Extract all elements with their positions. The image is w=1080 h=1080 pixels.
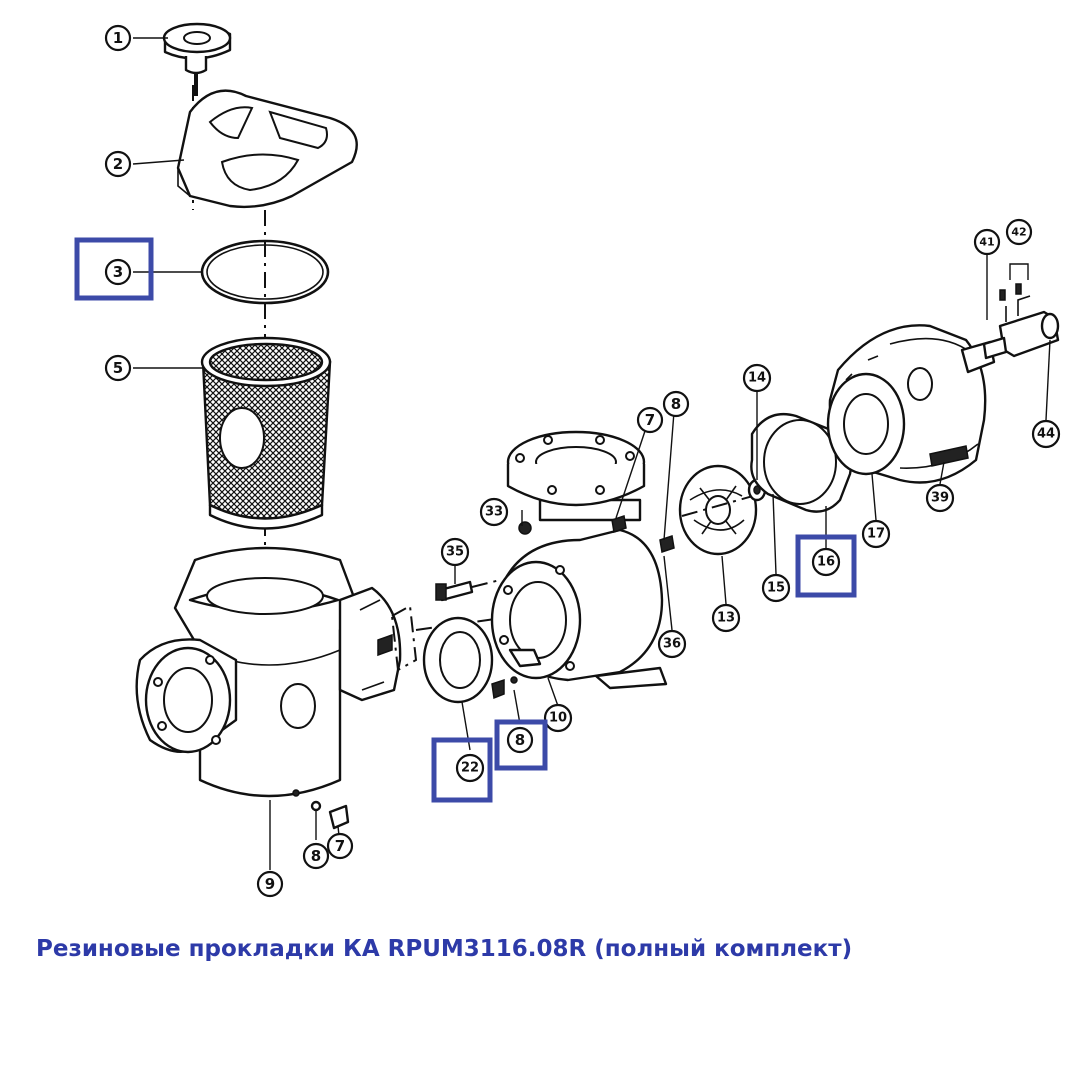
svg-text:2: 2 <box>113 155 123 173</box>
svg-text:8: 8 <box>311 847 321 865</box>
svg-text:8: 8 <box>671 395 681 413</box>
part-gasket-16 <box>750 412 853 513</box>
callout-2: 2 <box>104 150 132 178</box>
callout-33: 33 <box>479 497 509 527</box>
part-shaft-44 <box>982 283 1060 360</box>
svg-text:17: 17 <box>867 527 885 542</box>
svg-text:41: 41 <box>979 236 994 249</box>
svg-text:1: 1 <box>113 29 123 47</box>
caption-text: Резиновые прокладки КА RPUM3116.08R (пол… <box>36 936 853 962</box>
callout-36: 36 <box>657 629 687 659</box>
part-impeller <box>678 464 761 556</box>
callout-17: 17 <box>861 519 891 549</box>
svg-text:44: 44 <box>1037 427 1055 442</box>
callout-5: 5 <box>104 354 132 382</box>
callout-41: 41 <box>973 228 1001 256</box>
callout-22: 22 <box>455 753 485 783</box>
callout-1: 1 <box>104 24 132 52</box>
svg-text:7: 7 <box>335 837 345 855</box>
callout-10: 10 <box>543 703 573 733</box>
svg-text:36: 36 <box>663 637 681 652</box>
highlight-box-3 <box>74 237 154 301</box>
svg-text:14: 14 <box>748 371 766 386</box>
part-drain-hardware <box>310 800 350 830</box>
highlight-box-16 <box>795 534 857 598</box>
callout-15: 15 <box>761 573 791 603</box>
svg-text:33: 33 <box>485 505 503 520</box>
svg-text:7: 7 <box>645 411 655 429</box>
callout-8b: 8 <box>506 726 534 754</box>
svg-text:5: 5 <box>113 359 123 377</box>
svg-text:9: 9 <box>265 875 275 893</box>
gasket-outline <box>390 604 418 672</box>
svg-text:16: 16 <box>817 555 835 570</box>
highlight-box-8 <box>494 719 548 771</box>
part-gasket-22 <box>422 616 494 704</box>
part-motor-bracket <box>826 324 996 484</box>
part-lid <box>176 89 358 209</box>
svg-text:10: 10 <box>549 711 567 726</box>
svg-text:3: 3 <box>113 263 123 281</box>
callout-13: 13 <box>711 603 741 633</box>
svg-text:15: 15 <box>767 581 785 596</box>
part-strainer-basket <box>200 336 332 530</box>
callout-7b: 7 <box>636 406 664 434</box>
highlight-box-22 <box>431 737 493 803</box>
part-volute-body <box>490 430 675 700</box>
part-bolt-35 <box>435 579 501 602</box>
callout-7a: 7 <box>326 832 354 860</box>
callout-14: 14 <box>742 363 772 393</box>
pump-exploded-diagram: 1 2 3 5 9 8 7 35 33 22 8 10 7 8 36 13 14… <box>74 22 1061 898</box>
part-knob <box>162 22 232 96</box>
callout-9: 9 <box>256 870 284 898</box>
callout-44: 44 <box>1031 419 1061 449</box>
callout-39: 39 <box>925 483 955 513</box>
callout-35: 35 <box>440 537 470 567</box>
part-housing <box>135 546 402 798</box>
leader-line <box>1009 263 1029 280</box>
callout-8a: 8 <box>302 842 330 870</box>
callout-3: 3 <box>104 258 132 286</box>
svg-text:8: 8 <box>515 731 525 749</box>
callout-16: 16 <box>811 547 841 577</box>
leader-lines <box>132 37 1051 870</box>
svg-text:42: 42 <box>1011 226 1026 239</box>
svg-text:22: 22 <box>461 761 479 776</box>
svg-text:13: 13 <box>717 611 735 626</box>
part-screw-33 <box>518 521 532 535</box>
callout-8c: 8 <box>662 390 690 418</box>
svg-text:35: 35 <box>446 545 464 560</box>
callout-42: 42 <box>1005 218 1033 246</box>
svg-text:39: 39 <box>931 491 949 506</box>
